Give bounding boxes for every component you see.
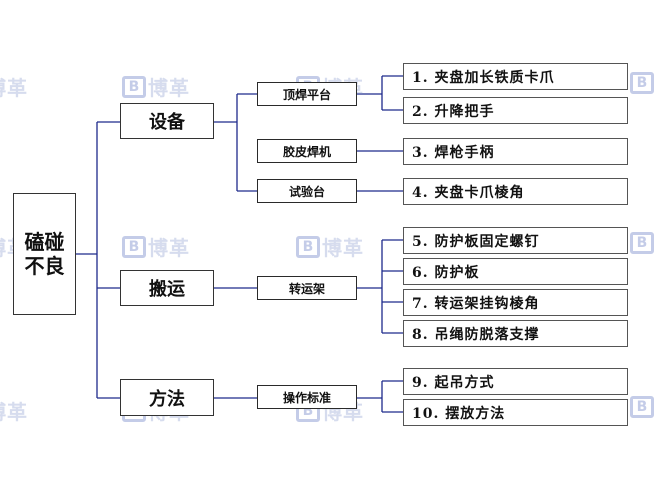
cause-item: 10. 摆放方法 <box>403 399 628 426</box>
cause-item: 9. 起吊方式 <box>403 368 628 395</box>
cause-item: 4. 夹盘卡爪棱角 <box>403 178 628 205</box>
subcategory-test-bench: 试验台 <box>257 179 357 203</box>
cause-item: 5. 防护板固定螺钉 <box>403 227 628 254</box>
root-node: 磕碰 不良 <box>13 193 76 315</box>
subcategory-transfer-rack: 转运架 <box>257 276 357 300</box>
cause-item: 8. 吊绳防脱落支撑 <box>403 320 628 347</box>
subcategory-rubber-welder: 胶皮焊机 <box>257 139 357 163</box>
cause-item: 6. 防护板 <box>403 258 628 285</box>
cause-item: 1. 夹盘加长铁质卡爪 <box>403 63 628 90</box>
category-transport: 搬运 <box>120 270 214 306</box>
category-equipment: 设备 <box>120 103 214 139</box>
root-label-line2: 不良 <box>24 254 65 278</box>
category-method: 方法 <box>120 379 214 416</box>
cause-item: 7. 转运架挂钩棱角 <box>403 289 628 316</box>
subcategory-weld-platform: 顶焊平台 <box>257 82 357 106</box>
cause-item: 3. 焊枪手柄 <box>403 138 628 165</box>
root-label-line1: 磕碰 <box>24 230 65 254</box>
subcategory-operation-standard: 操作标准 <box>257 385 357 409</box>
cause-item: 2. 升降把手 <box>403 97 628 124</box>
